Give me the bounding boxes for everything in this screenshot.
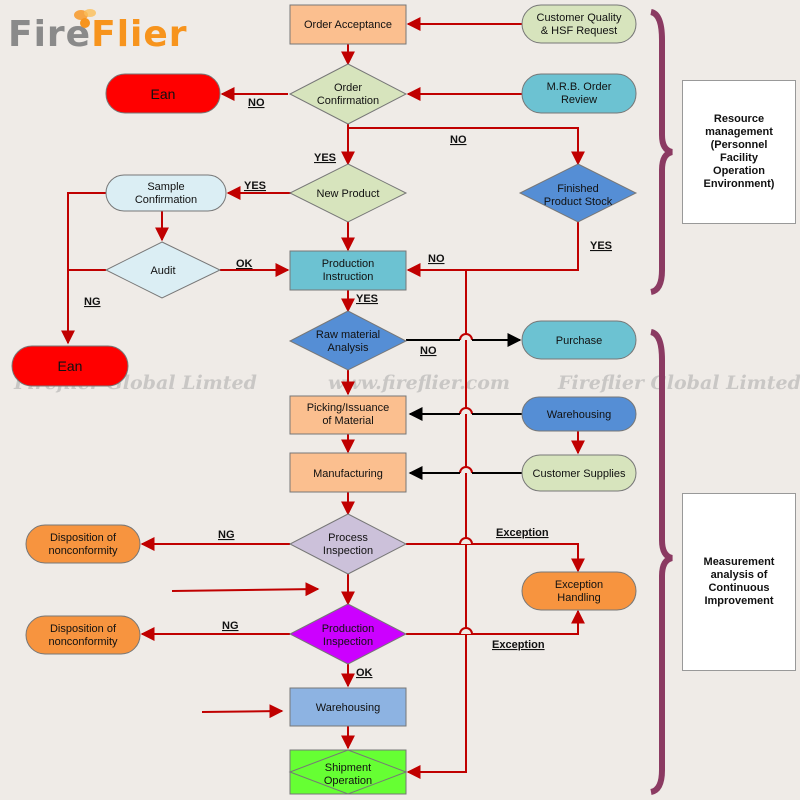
finished-stock-diamond [518, 163, 638, 223]
measurement-analysis-text: Measurement analysis of Continuous Impro… [703, 556, 775, 607]
arrow-side-into-process [171, 582, 320, 597]
ean-left-text: Ean [58, 358, 83, 374]
new-product-diamond [288, 163, 408, 223]
exception-handling-box [521, 571, 637, 611]
label-no-finished: NO [450, 134, 467, 146]
crossing-hump-4 [459, 537, 473, 545]
label-ok-audit: OK [236, 258, 253, 270]
ean-left-box [11, 345, 129, 387]
raw-material-diamond [288, 310, 408, 371]
watermark-right: Fireflier Global Limted [558, 372, 800, 394]
crossing-hump-3 [459, 466, 473, 474]
sample-confirmation-box [105, 174, 227, 212]
label-ng-production: NG [222, 620, 239, 632]
brand-logo: FireFlier [8, 14, 188, 55]
purchase-box [521, 320, 637, 360]
customer-quality-text: Customer Quality& HSF Request [537, 12, 622, 37]
brace-resource [650, 9, 673, 295]
purchase-text: Purchase [556, 335, 602, 347]
mrb-review-box [521, 73, 637, 114]
label-exception-1: Exception [496, 527, 549, 539]
resource-management-text: Resource management (Personnel Facility … [703, 113, 775, 190]
warehousing-right-text: Warehousing [547, 409, 611, 421]
picking-box [289, 395, 407, 435]
manufacturing-box [289, 452, 407, 493]
arrow-side-into-warehousing [201, 704, 284, 719]
label-yes-stock: YES [590, 240, 612, 252]
line-sample-to-ean [61, 192, 106, 345]
crossing-hump-1 [459, 333, 473, 341]
order-confirmation-diamond [288, 63, 408, 125]
warehousing-text: Warehousing [316, 702, 380, 714]
warehousing-box [289, 687, 407, 727]
crossing-hump-5 [459, 627, 473, 635]
label-no-instruction: NO [428, 253, 445, 265]
resource-management-box: Resource management (Personnel Facility … [682, 80, 796, 224]
arrow-production-to-exception [406, 609, 585, 635]
warehousing-right-box [521, 396, 637, 432]
ean-top-box [105, 73, 221, 114]
new-product-text: New Product [317, 188, 380, 200]
shipment-diamond [288, 749, 408, 795]
customer-supplies-text: Customer Supplies [533, 468, 626, 480]
arrow-process-to-exception [406, 543, 585, 573]
watermark-center: www.fireflier.com [328, 372, 511, 394]
customer-supplies-box [521, 454, 637, 492]
bee-icon [74, 9, 96, 28]
label-ng-process: NG [218, 529, 235, 541]
label-yes-new: YES [314, 152, 336, 164]
audit-text: Audit [150, 265, 175, 277]
label-no-purchase: NO [420, 345, 437, 357]
disposition-2-box [25, 615, 141, 655]
ean-top-text: Ean [151, 86, 176, 102]
disposition-1-box [25, 524, 141, 564]
manufacturing-text: Manufacturing [313, 468, 383, 480]
audit-diamond [104, 241, 222, 299]
measurement-analysis-box: Measurement analysis of Continuous Impro… [682, 493, 796, 671]
brace-measurement [650, 329, 673, 795]
label-yes-raw: YES [356, 293, 378, 305]
crossing-hump-2 [459, 407, 473, 415]
production-inspection-diamond [288, 603, 408, 665]
label-ok-production: OK [356, 667, 373, 679]
line-confirmation-to-finished [348, 127, 585, 166]
line-return-to-shipment [406, 269, 467, 779]
brand-logo-part2: Flier [91, 14, 188, 55]
label-no-ean: NO [248, 97, 265, 109]
process-inspection-diamond [288, 513, 408, 575]
order-acceptance-box [289, 4, 407, 45]
production-instruction-box [289, 250, 407, 291]
label-exception-2: Exception [492, 639, 545, 651]
label-ng-audit: NG [84, 296, 101, 308]
brand-logo-part1: Fire [8, 14, 92, 55]
label-yes-sample: YES [244, 180, 266, 192]
order-acceptance-text: Order Acceptance [304, 19, 392, 31]
customer-quality-box [521, 4, 637, 44]
